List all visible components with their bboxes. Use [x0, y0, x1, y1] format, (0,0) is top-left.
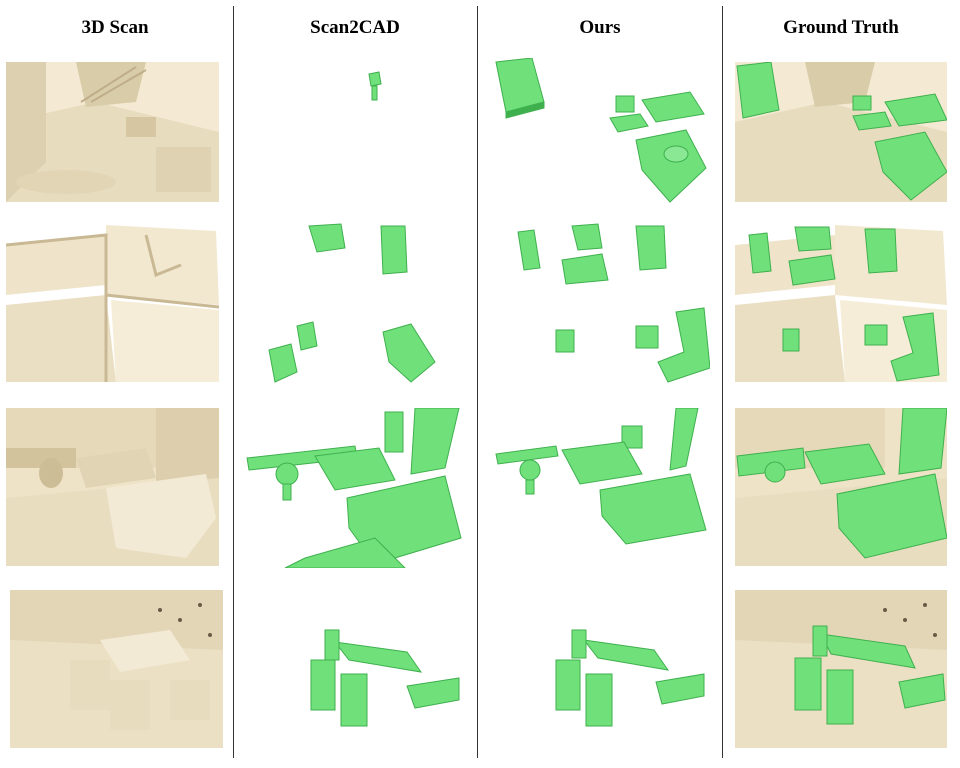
ours-result-row-2	[490, 222, 710, 384]
ground-truth-row-4	[735, 590, 947, 748]
column-divider-1	[233, 6, 234, 758]
scan2cad-result-row-4	[245, 590, 465, 750]
column-title-3d-scan: 3D Scan	[81, 17, 149, 38]
scan2cad-result-row-3	[245, 408, 465, 568]
scan2cad-result-row-2	[245, 222, 465, 384]
column-title-scan2cad: Scan2CAD	[310, 17, 400, 38]
column-title-ours: Ours	[579, 17, 621, 38]
ground-truth-row-1	[735, 62, 947, 202]
scan-image-row-3	[6, 408, 219, 566]
ours-result-row-4	[490, 590, 710, 750]
ground-truth-row-3	[735, 408, 947, 566]
scan-image-row-1	[6, 62, 219, 202]
scan-image-row-4	[10, 590, 223, 748]
scan2cad-result-row-1	[245, 62, 465, 202]
column-title-ground-truth: Ground Truth	[783, 17, 899, 38]
scan-image-row-2	[6, 225, 219, 382]
ground-truth-row-2	[735, 225, 947, 382]
ours-result-row-3	[490, 408, 710, 568]
ours-result-row-1	[490, 58, 710, 204]
column-divider-3	[722, 6, 723, 758]
column-divider-2	[477, 6, 478, 758]
